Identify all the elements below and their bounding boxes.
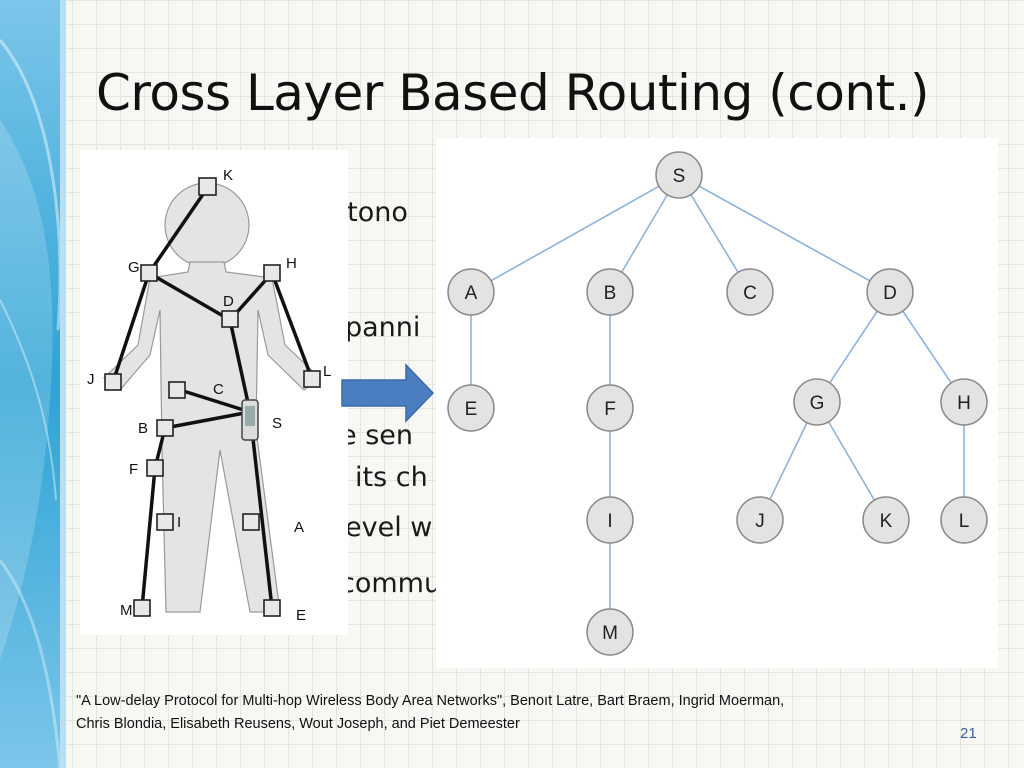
tree-node-label: G: [810, 393, 825, 414]
bullet-fragment: evel w: [345, 512, 433, 543]
tree-node-label: M: [602, 623, 618, 644]
node-label: G: [128, 259, 140, 276]
tree-node-label: C: [743, 283, 757, 304]
tree-node: M: [586, 608, 634, 656]
tree-node-label: S: [673, 166, 686, 187]
tree-node-label: J: [755, 511, 765, 532]
page-number: 21: [960, 725, 977, 742]
citation-line: "A Low-delay Protocol for Multi-hop Wire…: [76, 693, 785, 709]
node-label: K: [223, 167, 233, 184]
bullet-fragment: e sen: [340, 420, 413, 451]
tree-node: C: [726, 268, 774, 316]
tree-node: G: [793, 378, 841, 426]
tree-node-label: F: [604, 399, 616, 420]
tree-node: B: [586, 268, 634, 316]
tree-node-label: I: [607, 511, 612, 532]
node-label: E: [296, 607, 306, 624]
left-decorative-band: [0, 0, 66, 768]
node-label: C: [213, 381, 224, 398]
node-label: F: [129, 461, 138, 478]
sensor-nodes: [104, 177, 321, 617]
tree-node: K: [862, 496, 910, 544]
bullet-fragment: its ch: [355, 462, 428, 493]
tree-node: H: [940, 378, 988, 426]
node-label: J: [87, 371, 95, 388]
node-label: L: [323, 363, 331, 380]
tree-node: E: [447, 384, 495, 432]
tree-node: I: [586, 496, 634, 544]
tree-node: S: [655, 151, 703, 199]
transform-arrow: [341, 363, 435, 423]
tree-edge: [678, 174, 891, 293]
tree-node-label: K: [880, 511, 893, 532]
tree-node-label: A: [465, 283, 478, 304]
tree-node: J: [736, 496, 784, 544]
citation: "A Low-delay Protocol for Multi-hop Wire…: [76, 690, 976, 736]
node-label: I: [177, 514, 181, 531]
spanning-tree-diagram: S A B C D E F G H I J K L M: [447, 151, 988, 656]
node-label: M: [120, 602, 133, 619]
tree-node-label: D: [883, 283, 897, 304]
citation-line: Chris Blondia, Elisabeth Reusens, Wout J…: [76, 716, 520, 732]
tree-node: A: [447, 268, 495, 316]
tree-node-label: E: [465, 399, 478, 420]
tree-node: D: [866, 268, 914, 316]
body-sensor-diagram: K G H D J L C S B F I A M E: [87, 167, 331, 624]
node-label: H: [286, 255, 297, 272]
bullet-fragment: panni: [345, 312, 421, 343]
node-label: A: [294, 519, 304, 536]
node-label: D: [223, 293, 234, 310]
tree-edge: [470, 174, 680, 293]
tree-node: F: [586, 384, 634, 432]
tree-node-label: H: [957, 393, 971, 414]
body-sensor-figure: K G H D J L C S B F I A M E: [80, 150, 348, 635]
spanning-tree-figure: S A B C D E F G H I J K L M: [436, 138, 998, 668]
human-silhouette: [103, 182, 321, 613]
body-node-labels: K G H D J L C S B F I A M E: [87, 167, 331, 624]
node-label: S: [272, 415, 282, 432]
bullet-fragment: commu: [340, 568, 442, 599]
tree-node: L: [940, 496, 988, 544]
node-label: B: [138, 420, 148, 437]
phone-icon: [241, 399, 259, 441]
tree-node-label: L: [959, 511, 970, 532]
slide-title: Cross Layer Based Routing (cont.): [96, 64, 930, 122]
tree-node-label: B: [604, 283, 617, 304]
